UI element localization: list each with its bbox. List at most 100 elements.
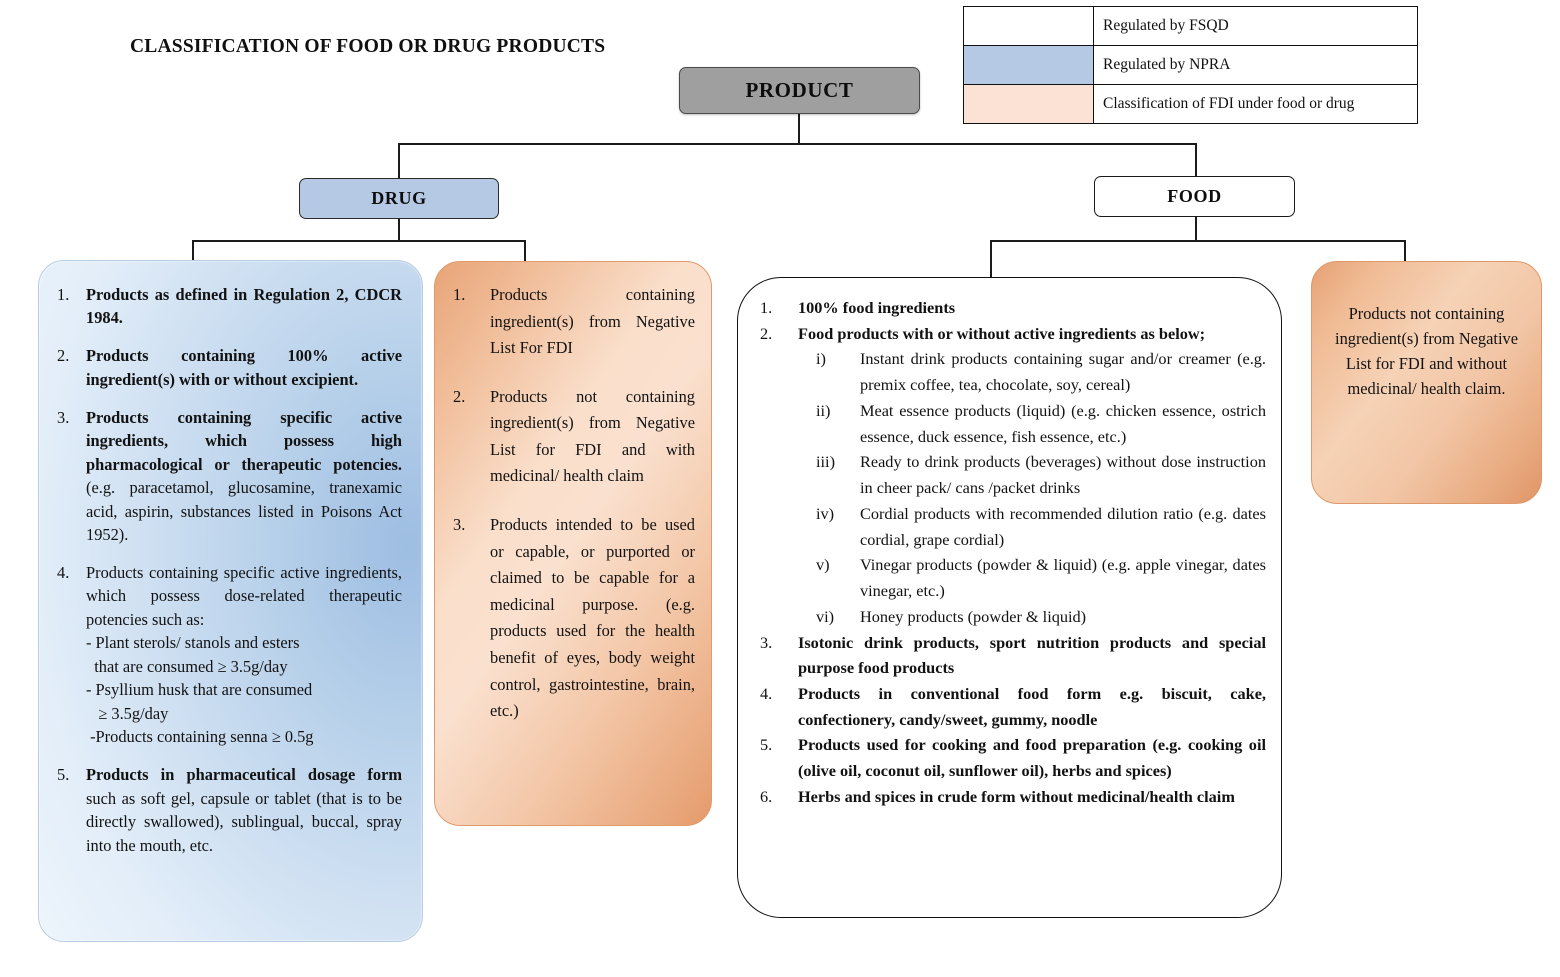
- list-item-number: 2.: [57, 346, 70, 366]
- list-item-text: Vinegar products (powder & liquid) (e.g.…: [860, 555, 1266, 601]
- connector-food-bus: [990, 240, 1405, 242]
- connector-drug-bus: [192, 240, 525, 242]
- list-item: v) Vinegar products (powder & liquid) (e…: [798, 552, 1266, 603]
- list-item-number: vi): [816, 606, 835, 626]
- list-item-bold-text: Food products with or without active ing…: [798, 323, 1206, 343]
- list-item-bold-text: 100% food ingredients: [798, 298, 956, 317]
- list-item: i) Instant drink products containing sug…: [798, 346, 1266, 397]
- list-item-text: Instant drink products containing sugar …: [860, 349, 1266, 395]
- list-item-text: Products containing ingredient(s) from N…: [490, 285, 695, 358]
- legend-swatch-fsqd: [964, 7, 1094, 45]
- food-subitem-list: i) Instant drink products containing sug…: [798, 346, 1266, 629]
- legend-row-fsqd: Regulated by FSQD: [964, 7, 1417, 46]
- subline: that are consumed ≥ 3.5g/day: [86, 656, 288, 676]
- panel-food-fsqd: 1. 100% food ingredients 2. Food product…: [737, 277, 1282, 918]
- fdi-drug-item-list: 1. Products containing ingredient(s) fro…: [449, 282, 695, 725]
- list-item-number: 3.: [760, 632, 773, 652]
- legend-swatch-npra: [964, 46, 1094, 84]
- legend-row-fdi: Classification of FDI under food or drug: [964, 85, 1417, 124]
- node-food[interactable]: FOOD: [1094, 176, 1295, 217]
- list-item-bold-text: Products used for cooking and food prepa…: [798, 735, 1266, 781]
- list-item: 5. Products in pharmaceutical dosage for…: [57, 763, 402, 857]
- list-item: 2. Products containing 100% active ingre…: [57, 344, 402, 391]
- list-item: 3. Isotonic drink products, sport nutrit…: [754, 630, 1266, 681]
- connector-drug-left-drop: [192, 240, 194, 265]
- fdi-food-text: Products not containing ingredient(s) fr…: [1335, 304, 1518, 398]
- list-item: 4. Products containing specific active i…: [57, 561, 402, 749]
- list-item-bold-text: Products in pharmaceutical dosage form: [86, 765, 402, 785]
- drug-item-list: 1. Products as defined in Regulation 2, …: [57, 283, 402, 857]
- list-item: ii) Meat essence products (liquid) (e.g.…: [798, 398, 1266, 449]
- legend-label-fsqd: Regulated by FSQD: [1103, 17, 1229, 35]
- list-item-number: 1.: [760, 298, 773, 317]
- list-item-bold-text: Products in conventional food form e.g. …: [798, 684, 1266, 729]
- list-item-text: Products not containing ingredient(s) fr…: [490, 386, 695, 486]
- list-item-bold-text: Herbs and spices in crude form without m…: [798, 786, 1235, 806]
- connector-food-right-drop: [1404, 240, 1406, 264]
- list-item: 1. 100% food ingredients: [754, 295, 1266, 321]
- legend-label-npra: Regulated by NPRA: [1103, 56, 1231, 74]
- legend-swatch-fdi: [964, 85, 1094, 123]
- connector-product-stem: [798, 114, 800, 144]
- list-item: 6. Herbs and spices in crude form withou…: [754, 784, 1266, 810]
- list-item-number: 2.: [760, 323, 773, 343]
- list-item-number: 2.: [453, 386, 466, 406]
- list-item-number: v): [816, 555, 830, 575]
- list-item: 3. Products intended to be used or capab…: [449, 512, 695, 725]
- list-item-number: 1.: [57, 285, 70, 304]
- connector-drug-stem: [398, 219, 400, 241]
- list-item-text: Ready to drink products (beverages) with…: [860, 452, 1266, 498]
- legend-label-fdi: Classification of FDI under food or drug: [1103, 95, 1355, 113]
- list-item-text: Products intended to be used or capable,…: [490, 515, 695, 721]
- list-item: iv) Cordial products with recommended di…: [798, 501, 1266, 552]
- page-title: CLASSIFICATION OF FOOD OR DRUG PRODUCTS: [130, 36, 606, 57]
- list-item-number: iv): [816, 503, 835, 523]
- connector-food-left-drop: [990, 240, 992, 278]
- list-item-number: 4.: [57, 563, 70, 583]
- list-item: 2. Products not containing ingredient(s)…: [449, 384, 695, 490]
- subline: ≥ 3.5g/day: [86, 703, 169, 723]
- list-item-text: Meat essence products (liquid) (e.g. chi…: [860, 400, 1266, 446]
- list-item-bold-text: Products as defined in Regulation 2, CDC…: [86, 285, 402, 328]
- node-product[interactable]: PRODUCT: [679, 67, 920, 114]
- list-item-number: 3.: [57, 407, 70, 427]
- connector-food-stem: [1195, 217, 1197, 241]
- legend: Regulated by FSQD Regulated by NPRA Clas…: [963, 6, 1418, 124]
- list-item-text: Cordial products with recommended diluti…: [860, 503, 1266, 549]
- subline: -Products containing senna ≥ 0.5g: [86, 727, 314, 747]
- list-item-bold-text: Isotonic drink products, sport nutrition…: [798, 632, 1266, 678]
- list-item-plain-text: such as soft gel, capsule or tablet (tha…: [86, 788, 402, 855]
- list-item-number: 1.: [453, 285, 466, 304]
- connector-drug-drop: [398, 143, 400, 179]
- list-item-number: ii): [816, 400, 831, 420]
- list-item-bold-text: Products containing specific active ingr…: [86, 407, 402, 474]
- food-item-list: 1. 100% food ingredients 2. Food product…: [754, 295, 1266, 810]
- list-item-number: 6.: [760, 786, 773, 806]
- list-item-number: 4.: [760, 684, 773, 704]
- list-item: 5. Products used for cooking and food pr…: [754, 732, 1266, 783]
- list-item-number: 5.: [760, 735, 773, 755]
- list-item-number: 3.: [453, 515, 466, 535]
- connector-food-drop: [1195, 143, 1197, 177]
- list-item: 4. Products in conventional food form e.…: [754, 681, 1266, 732]
- list-item-bold-text: Products containing 100% active ingredie…: [86, 346, 402, 389]
- connector-drug-right-drop: [524, 240, 526, 267]
- list-item: 2. Food products with or without active …: [754, 321, 1266, 630]
- list-item-plain-text: (e.g. paracetamol, glucosamine, tranexam…: [86, 478, 402, 545]
- node-drug[interactable]: DRUG: [299, 178, 499, 219]
- list-item: 1. Products containing ingredient(s) fro…: [449, 282, 695, 362]
- list-item: 3. Products containing specific active i…: [57, 406, 402, 547]
- list-item-number: iii): [816, 452, 835, 472]
- list-item-number: 5.: [57, 765, 70, 785]
- panel-fdi-drug: 1. Products containing ingredient(s) fro…: [434, 261, 712, 826]
- list-item-plain-text: Products containing specific active ingr…: [86, 563, 402, 629]
- list-item: 1. Products as defined in Regulation 2, …: [57, 283, 402, 330]
- list-item-text: Honey products (powder & liquid): [860, 606, 1087, 626]
- panel-fdi-food: Products not containing ingredient(s) fr…: [1311, 261, 1542, 504]
- connector-product-bus: [398, 143, 1197, 145]
- list-item-number: i): [816, 349, 826, 369]
- list-item: vi) Honey products (powder & liquid): [798, 604, 1266, 630]
- drug-item-4-sublines: - Plant sterols/ stanols and esters that…: [86, 631, 402, 748]
- legend-row-npra: Regulated by NPRA: [964, 46, 1417, 85]
